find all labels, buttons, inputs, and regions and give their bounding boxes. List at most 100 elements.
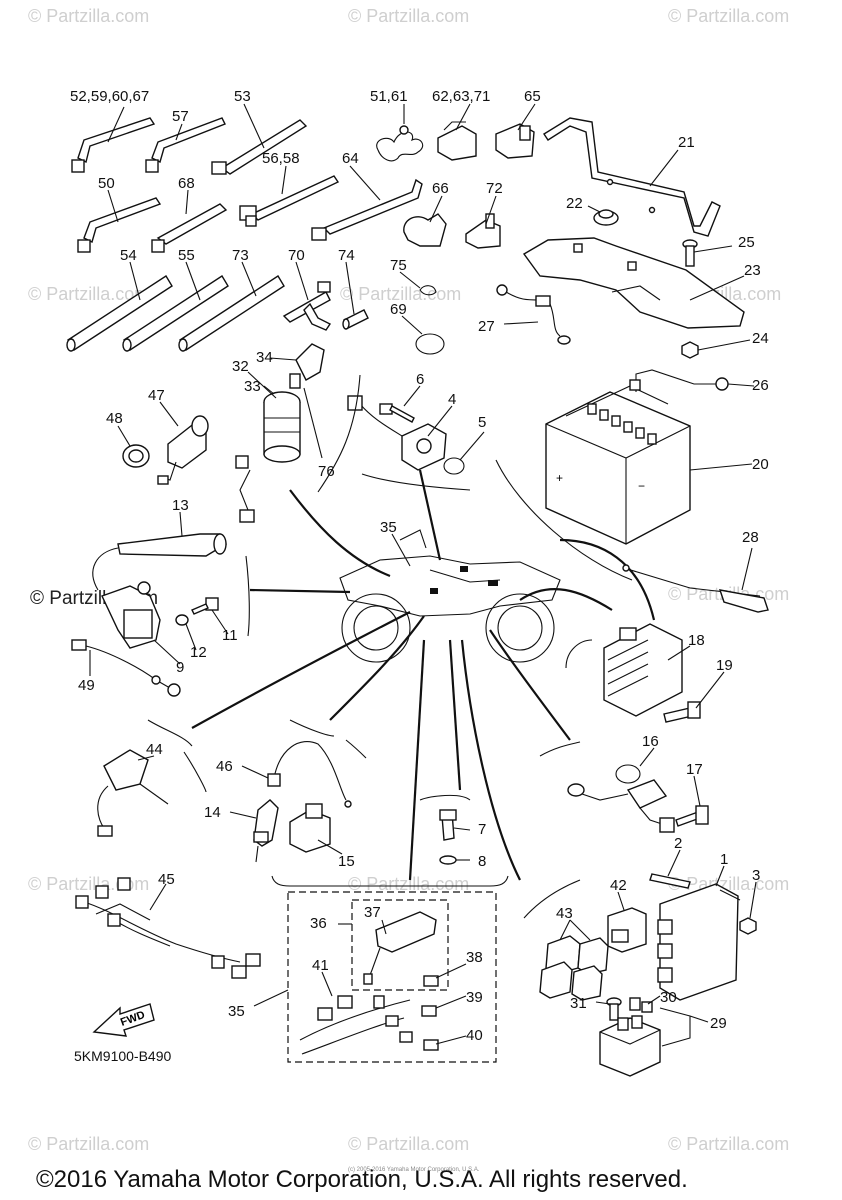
bolt-25	[682, 239, 698, 267]
callout-label: 72	[486, 180, 503, 197]
callout-label: 62,63,71	[432, 88, 490, 105]
callout-labels: 52,59,60,67 57 53 51,61 62,63,71 65 21 5…	[70, 88, 769, 1044]
callout-label: 41	[312, 957, 329, 974]
callout-label: 53	[234, 88, 251, 105]
callout-label: 6	[416, 371, 424, 388]
watermark: © Partzilla.com	[28, 874, 149, 894]
callout-label: 23	[744, 262, 761, 279]
watermark: © Partzilla.com	[668, 6, 789, 26]
spark-plug-cap-13	[92, 533, 227, 591]
watermark: © Partzilla.com	[668, 1134, 789, 1154]
sender-7	[439, 809, 457, 841]
bolt-17	[675, 805, 709, 827]
callout-label: 24	[752, 330, 769, 347]
callout-label: 68	[178, 175, 195, 192]
callout-label: 74	[338, 247, 355, 264]
callout-label: 15	[338, 853, 355, 870]
callout-label: 69	[390, 301, 407, 318]
callout-label: 18	[688, 632, 705, 649]
callout-label: 38	[466, 949, 483, 966]
callout-label: 2	[674, 835, 682, 852]
callout-label: 43	[556, 905, 573, 922]
fuse-30	[629, 997, 653, 1013]
callout-label: 48	[106, 410, 123, 427]
callout-label: 36	[310, 915, 327, 932]
callout-label: 29	[710, 1015, 727, 1032]
callout-label: 17	[686, 761, 703, 778]
tube-54	[66, 275, 173, 352]
callout-label: 32	[232, 358, 249, 375]
callout-label: 27	[478, 318, 495, 335]
cable-tie-50	[77, 197, 162, 253]
lead-27	[496, 284, 571, 345]
callout-label: 20	[752, 456, 769, 473]
diagram-code: 5KM9100-B490	[74, 1048, 172, 1064]
nut-3	[739, 917, 757, 935]
key-34	[289, 343, 325, 389]
callout-label: 35	[380, 519, 397, 536]
callout-label: 22	[566, 195, 583, 212]
clamp-51	[376, 125, 424, 162]
battery-20: + −	[545, 385, 691, 545]
callout-label: 73	[232, 247, 249, 264]
callout-label: 70	[288, 247, 305, 264]
washer-12	[175, 614, 189, 626]
t-joint-70	[282, 281, 332, 331]
wire-harness-kit	[271, 875, 509, 1063]
cable-28	[622, 564, 769, 613]
lead-26	[629, 369, 729, 392]
callout-label: 8	[478, 853, 486, 870]
tube-55	[122, 275, 229, 352]
callout-label: 11	[222, 627, 238, 644]
callout-label: 54	[120, 247, 137, 264]
callout-label: 34	[256, 349, 273, 366]
callout-label: 75	[390, 257, 407, 274]
callout-label: 4	[448, 391, 456, 408]
part-drawings: + −	[66, 117, 769, 1077]
callout-label: 65	[524, 88, 541, 105]
assembly-leaders	[147, 374, 656, 919]
watermark: © Partzilla.com	[340, 284, 461, 304]
watermark: © Partzilla.com	[348, 874, 469, 894]
bracket-21	[543, 117, 721, 237]
small-copyright: (c) 2005-2016 Yamaha Motor Corporation, …	[348, 1167, 480, 1173]
callout-label: 31	[570, 995, 587, 1012]
copyright-footer: ©2016 Yamaha Motor Corporation, U.S.A. A…	[36, 1166, 688, 1193]
switch-15	[289, 803, 331, 853]
watermark: © Partzilla.com	[28, 1134, 149, 1154]
joint-74	[342, 309, 369, 330]
callout-leaders	[89, 103, 757, 1047]
o-ring-69	[415, 333, 445, 355]
callout-label: 51,61	[370, 88, 408, 105]
watermark: © Partzilla.com	[28, 6, 149, 26]
cover-23	[522, 237, 745, 329]
washer-8	[439, 855, 457, 865]
ignition-coil-9	[101, 581, 161, 649]
socket-47	[157, 415, 209, 485]
callout-label: 35	[228, 1003, 245, 1020]
cap-48	[122, 444, 150, 468]
cable-tie-68	[151, 203, 228, 253]
callout-label: 3	[752, 867, 760, 884]
nut-24	[681, 341, 699, 359]
callout-label: 66	[432, 180, 449, 197]
clamp-66	[403, 213, 447, 247]
watermark: © Partzilla.com	[28, 284, 149, 304]
callout-label: 19	[716, 657, 733, 674]
callout-label: 49	[78, 677, 95, 694]
cable-tie-64	[311, 178, 423, 241]
callout-label: 14	[204, 804, 221, 821]
callout-label: 5	[478, 414, 486, 431]
cable-tie-56	[239, 175, 340, 227]
bolt-6	[379, 403, 415, 423]
grommet-22	[593, 209, 619, 226]
bolt-31	[606, 997, 622, 1021]
clamp-72	[465, 213, 501, 249]
callout-label: 26	[752, 377, 769, 394]
bolt-19	[663, 701, 701, 723]
callout-label: 33	[244, 378, 261, 395]
callout-label: 44	[146, 741, 163, 758]
ecu-1	[657, 883, 741, 1001]
regulator-18	[603, 623, 683, 717]
